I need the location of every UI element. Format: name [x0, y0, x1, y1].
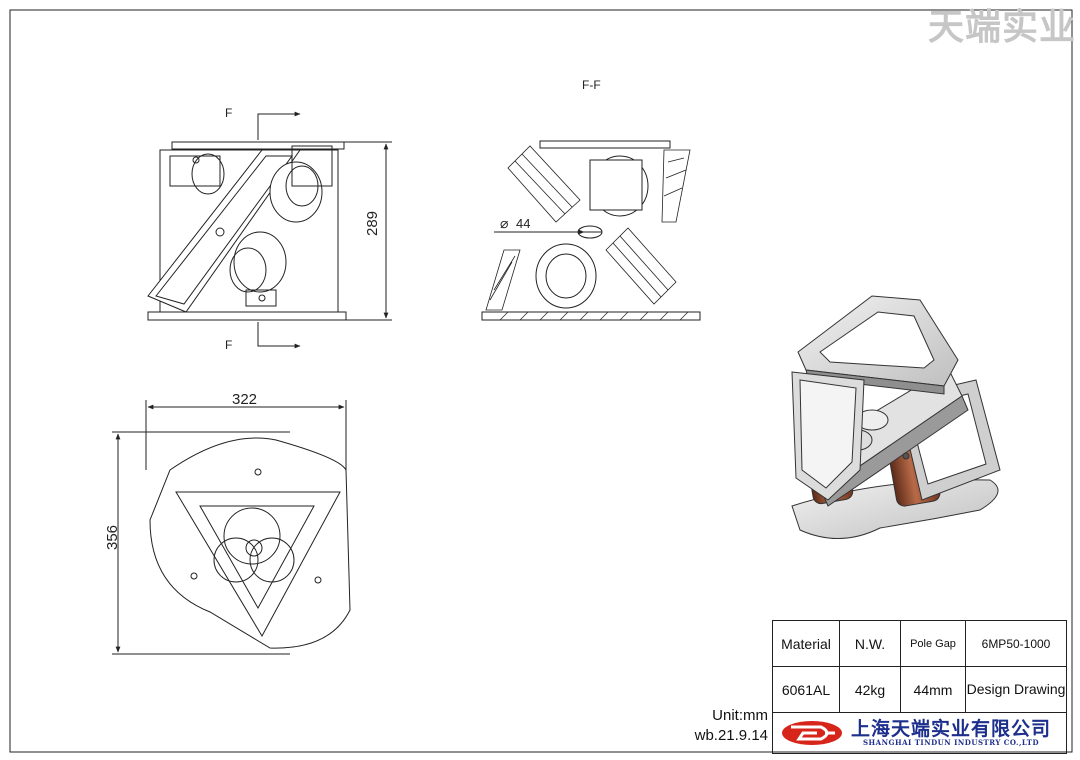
- company-name-en: SHANGHAI TINDUN INDUSTRY CO.,LTD: [862, 737, 1040, 747]
- pole-gap-header: Pole Gap: [900, 620, 966, 667]
- unit-label: Unit:mm: [712, 707, 768, 724]
- width-dimension: [145, 400, 347, 470]
- sheet-border: [9, 9, 1073, 753]
- unit-block: Unit:mm wb.21.9.14: [678, 706, 768, 746]
- pole-gap-value: 44mm: [900, 666, 966, 713]
- depth-dimension-value: 356: [104, 524, 121, 550]
- height-dimension-value: 289: [364, 210, 381, 236]
- section-arrow-bottom: [257, 322, 301, 349]
- company-name-cn: 上海天端实业有限公司: [851, 717, 1052, 740]
- material-header: Material: [772, 620, 840, 667]
- section-mark-bottom: F: [225, 338, 233, 352]
- section-mark-top: F: [225, 106, 233, 120]
- top-view: [149, 437, 351, 649]
- title-block: Material N.W. Pole Gap 6MP50-1000 6061AL…: [772, 620, 1067, 754]
- company-cell: 上海天端实业有限公司 SHANGHAI TINDUN INDUSTRY CO.,…: [772, 712, 1067, 754]
- height-dimension: [344, 141, 392, 321]
- width-dimension-value: 322: [232, 391, 258, 408]
- drawing-stage: Design Drawing: [965, 666, 1067, 713]
- section-view: [481, 140, 701, 321]
- material-value: 6061AL: [772, 666, 840, 713]
- pole-diameter-value: 44: [516, 216, 531, 231]
- watermark: 天端实业: [927, 7, 1076, 48]
- section-arrow-top: [257, 111, 301, 140]
- svg-text:⌀: ⌀: [500, 215, 508, 231]
- diameter-leader: ⌀: [494, 215, 585, 235]
- depth-dimension: [112, 431, 290, 655]
- front-view: [147, 141, 347, 321]
- section-title: F-F: [582, 78, 601, 92]
- weight-value: 42kg: [839, 666, 901, 713]
- model-code: 6MP50-1000: [965, 620, 1067, 667]
- company-logo-icon: [782, 721, 842, 745]
- isometric-view: [791, 295, 1001, 539]
- weight-header: N.W.: [839, 620, 901, 667]
- version-label: wb.21.9.14: [694, 727, 768, 744]
